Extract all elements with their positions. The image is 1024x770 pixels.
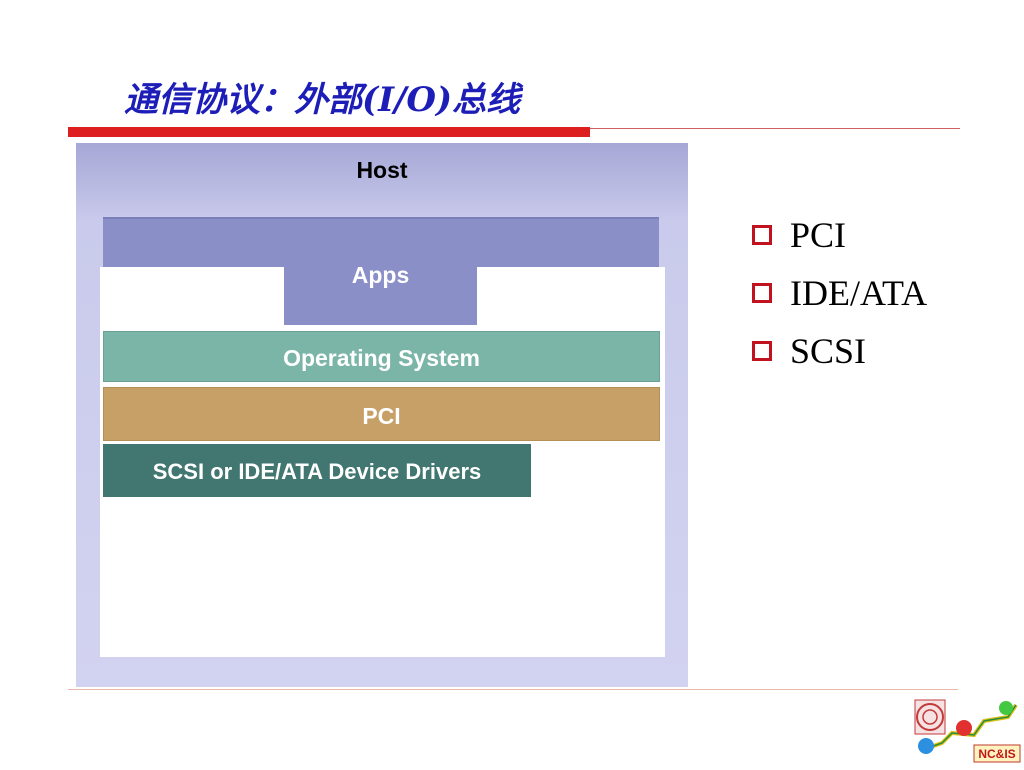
footer-rule bbox=[68, 689, 958, 690]
square-bullet-icon bbox=[752, 341, 772, 361]
green-sphere-icon bbox=[999, 701, 1013, 715]
red-sphere-icon bbox=[956, 720, 972, 736]
pci-layer: PCI bbox=[103, 387, 660, 441]
apps-tab bbox=[284, 265, 477, 325]
slide-title: 通信协议：外部(I/O)总线 bbox=[124, 80, 521, 120]
bullet-text: IDE/ATA bbox=[790, 273, 928, 313]
bullet-item: PCI bbox=[752, 206, 927, 264]
nc-is-logo: NC&IS bbox=[912, 695, 1022, 765]
title-underline-thin bbox=[590, 128, 960, 129]
host-label: Host bbox=[356, 157, 408, 183]
bullet-item: SCSI bbox=[752, 322, 927, 380]
title-underline-thick bbox=[68, 127, 590, 137]
bullet-text: PCI bbox=[790, 215, 847, 255]
device-drivers-layer: SCSI or IDE/ATA Device Drivers bbox=[103, 444, 531, 497]
logo-text: NC&IS bbox=[978, 747, 1015, 761]
logo-graphic: NC&IS bbox=[914, 699, 1021, 763]
operating-system-layer: Operating System bbox=[103, 331, 660, 382]
apps-bar bbox=[103, 217, 659, 267]
university-seal-icon bbox=[914, 699, 946, 735]
bullet-item: IDE/ATA bbox=[752, 264, 927, 322]
bullet-list: PCI IDE/ATA SCSI bbox=[752, 206, 927, 380]
bullet-text: SCSI bbox=[790, 331, 867, 371]
square-bullet-icon bbox=[752, 225, 772, 245]
apps-label: Apps bbox=[351, 262, 410, 288]
square-bullet-icon bbox=[752, 283, 772, 303]
blue-sphere-icon bbox=[918, 738, 934, 754]
